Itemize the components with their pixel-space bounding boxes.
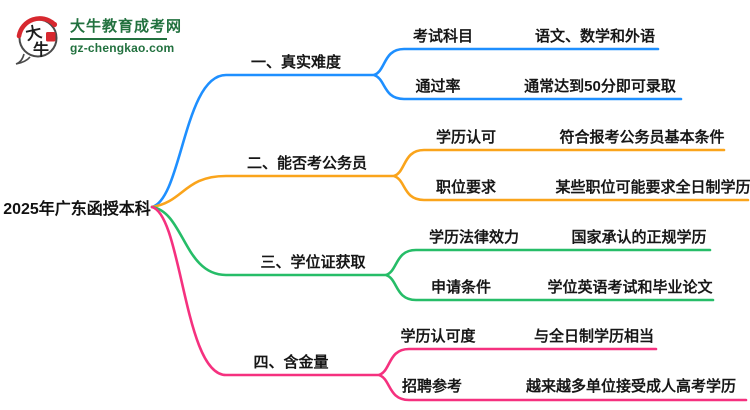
- site-url: gz-chengkao.com: [70, 40, 175, 55]
- badge-char-top: 大: [24, 22, 44, 44]
- site-logo[interactable]: 大 牛 大牛教育成考网 gz-chengkao.com: [13, 13, 182, 65]
- branch4-child2-label: 招聘参考: [401, 377, 463, 395]
- branch1-child1-value: 语文、数学和外语: [534, 27, 656, 45]
- branch1-wire: [150, 47, 683, 209]
- branch3-wire: [150, 205, 715, 302]
- branch4-child2-value: 越来越多单位接受成人高考学历: [525, 377, 737, 395]
- logo-divider: [70, 37, 167, 40]
- branch1-label: 一、真实难度: [250, 53, 342, 71]
- branch3-child1-value: 国家承认的正规学历: [571, 228, 707, 246]
- branch2-child1-label: 学历认可: [435, 128, 497, 146]
- branch2-label: 二、能否考公务员: [246, 154, 368, 172]
- logo-text-block: 大牛教育成考网 gz-chengkao.com: [70, 13, 182, 55]
- badge-char-bottom: 牛: [33, 40, 49, 59]
- branch1-child1-label: 考试科目: [412, 27, 474, 45]
- branch1-child2-label: 通过率: [415, 77, 461, 95]
- branch4-child1-value: 与全日制学历相当: [533, 327, 655, 345]
- branch2-wire: [150, 148, 750, 209]
- branch4-child1-label: 学历认可度: [400, 327, 476, 345]
- branch3-child2-label: 申请条件: [430, 278, 492, 296]
- site-name: 大牛教育成考网: [70, 18, 183, 35]
- branch4-label: 四、含金量: [253, 353, 329, 371]
- branch3-child1-label: 学历法律效力: [428, 228, 520, 246]
- branch4-wire: [150, 205, 748, 402]
- daniu-badge-icon: 大 牛: [15, 16, 58, 65]
- branch3-label: 三、学位证获取: [260, 253, 366, 271]
- root-node-label: 2025年广东函授本科: [3, 201, 151, 218]
- branch1-child2-value: 通常达到50分即可录取: [524, 77, 676, 95]
- branch2-child2-label: 职位要求: [435, 178, 497, 196]
- branch3-child2-value: 学位英语考试和毕业论文: [547, 278, 713, 296]
- branch2-child2-value: 某些职位可能要求全日制学历: [555, 178, 750, 196]
- branch2-child1-value: 符合报考公务员基本条件: [559, 128, 725, 146]
